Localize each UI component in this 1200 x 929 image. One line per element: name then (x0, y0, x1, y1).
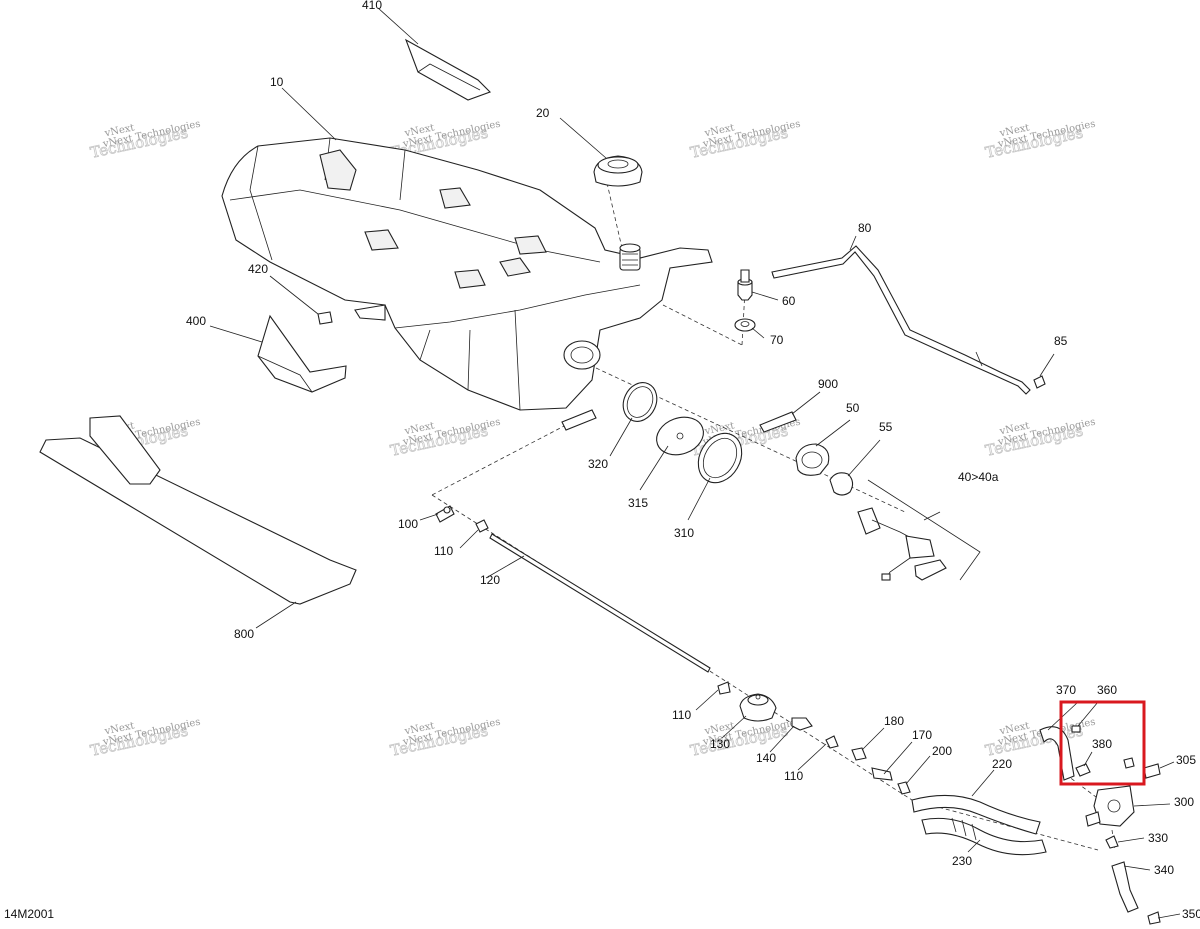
watermark: vNext Technologies vNext Technologies (983, 417, 1096, 461)
part-60-valve[interactable] (737, 269, 753, 301)
part-10-fuel-tank[interactable] (221, 137, 713, 411)
leader-lines (209, 7, 1181, 919)
callout-label: 110 (784, 769, 803, 783)
callout-label: 120 (480, 573, 500, 587)
callout-label: 310 (674, 526, 694, 540)
callout-label: 380 (1092, 737, 1112, 751)
callout-label: 315 (628, 496, 648, 510)
part-370-hose[interactable] (1039, 726, 1075, 781)
callout-label: 110 (672, 708, 691, 722)
part-55-clamp[interactable] (829, 472, 854, 496)
callout-label: 320 (588, 457, 608, 471)
callout-label: 85 (1054, 334, 1068, 348)
watermark: vNext Technologies vNext Technologies (88, 119, 201, 163)
part-70-grommet[interactable] (734, 318, 756, 332)
callout-label: 140 (756, 751, 776, 765)
part-220-hose[interactable] (911, 794, 1041, 835)
callout-label: 360 (1097, 683, 1117, 697)
callout-label: 50 (846, 401, 860, 415)
watermark: vNext Technologies vNext Technologies (688, 119, 801, 163)
callout-label: 130 (710, 737, 730, 751)
callout-label: 20 (536, 106, 550, 120)
part-350-clamp[interactable] (1147, 911, 1161, 925)
part-180-clamp[interactable] (851, 747, 867, 761)
callout-label: 60 (782, 294, 796, 308)
watermark: vNext Technologies vNext Technologies (388, 717, 501, 761)
part-85-cap[interactable] (1033, 375, 1046, 389)
part-400-shield[interactable] (257, 314, 347, 393)
callout-label: 170 (912, 728, 932, 742)
callout-label: 100 (398, 517, 418, 531)
part-300-pump[interactable] (1085, 785, 1135, 827)
part-320-oring[interactable] (617, 377, 663, 427)
callout-label: 400 (186, 314, 206, 328)
callout-label: 350 (1182, 907, 1200, 921)
watermark: vNext Technologies vNext Technologies (983, 717, 1096, 761)
part-920-rod[interactable] (561, 409, 597, 431)
callout-label: 305 (1176, 753, 1196, 767)
part-900-rod[interactable] (759, 411, 797, 433)
callout-label: 180 (884, 714, 904, 728)
part-130-valve[interactable] (739, 693, 777, 722)
part-110-clamp[interactable] (717, 681, 731, 695)
watermark: vNext Technologies vNext Technologies (983, 119, 1096, 163)
callout-label: 55 (879, 420, 893, 434)
part-120-fuel-line[interactable] (489, 533, 711, 673)
part-230-hose[interactable] (921, 817, 1047, 856)
part-170-connector[interactable] (871, 767, 893, 781)
part-100-fitting[interactable] (435, 505, 455, 523)
part-305-fitting[interactable] (1143, 763, 1161, 779)
part-110-clamp[interactable] (475, 519, 489, 533)
callout-label: 330 (1148, 831, 1168, 845)
watermark: vNext Technologies vNext Technologies (88, 717, 201, 761)
part-330-clamp[interactable] (1105, 835, 1119, 849)
part-410-shield[interactable] (404, 38, 491, 101)
callout-label: 80 (858, 221, 872, 235)
callout-label: 220 (992, 757, 1012, 771)
part-50-pump-flange[interactable] (795, 443, 830, 476)
callout-label: 800 (234, 627, 254, 641)
callout-label: 110 (434, 544, 453, 558)
part-315-plate[interactable] (651, 411, 708, 461)
diagram-code: 14M2001 (4, 907, 54, 921)
part-20-fuel-cap[interactable] (593, 155, 643, 187)
highlight-box (1059, 700, 1146, 786)
part-110-clamp[interactable] (825, 735, 839, 749)
callout-label: 40>40a (958, 470, 999, 484)
part-380-clip[interactable] (1075, 757, 1135, 777)
callout-label: 340 (1154, 863, 1174, 877)
part-340-hose[interactable] (1111, 861, 1139, 913)
part-80-vent-tube[interactable] (771, 245, 1031, 395)
part-140-fitting[interactable] (791, 717, 813, 731)
watermark: vNext Technologies vNext Technologies (388, 417, 501, 461)
part-40-pump-assembly[interactable] (857, 507, 947, 581)
callout-label: 410 (362, 0, 382, 12)
callout-label: 70 (770, 333, 784, 347)
callout-label: 370 (1056, 683, 1076, 697)
callout-label: 900 (818, 377, 838, 391)
part-310-lock-ring[interactable] (690, 425, 751, 490)
callout-label: 230 (952, 854, 972, 868)
part-420-clip[interactable] (317, 311, 333, 325)
callout-label: 10 (270, 75, 284, 89)
callout-labels: 410 10 20 80 60 70 85 420 400 900 50 55 … (4, 0, 1200, 921)
part-360-clamp[interactable] (1071, 725, 1081, 733)
callout-label: 300 (1174, 795, 1194, 809)
callout-label: 420 (248, 262, 268, 276)
part-200-clamp[interactable] (897, 781, 911, 795)
part-800-pad[interactable] (39, 415, 357, 605)
callout-label: 200 (932, 744, 952, 758)
